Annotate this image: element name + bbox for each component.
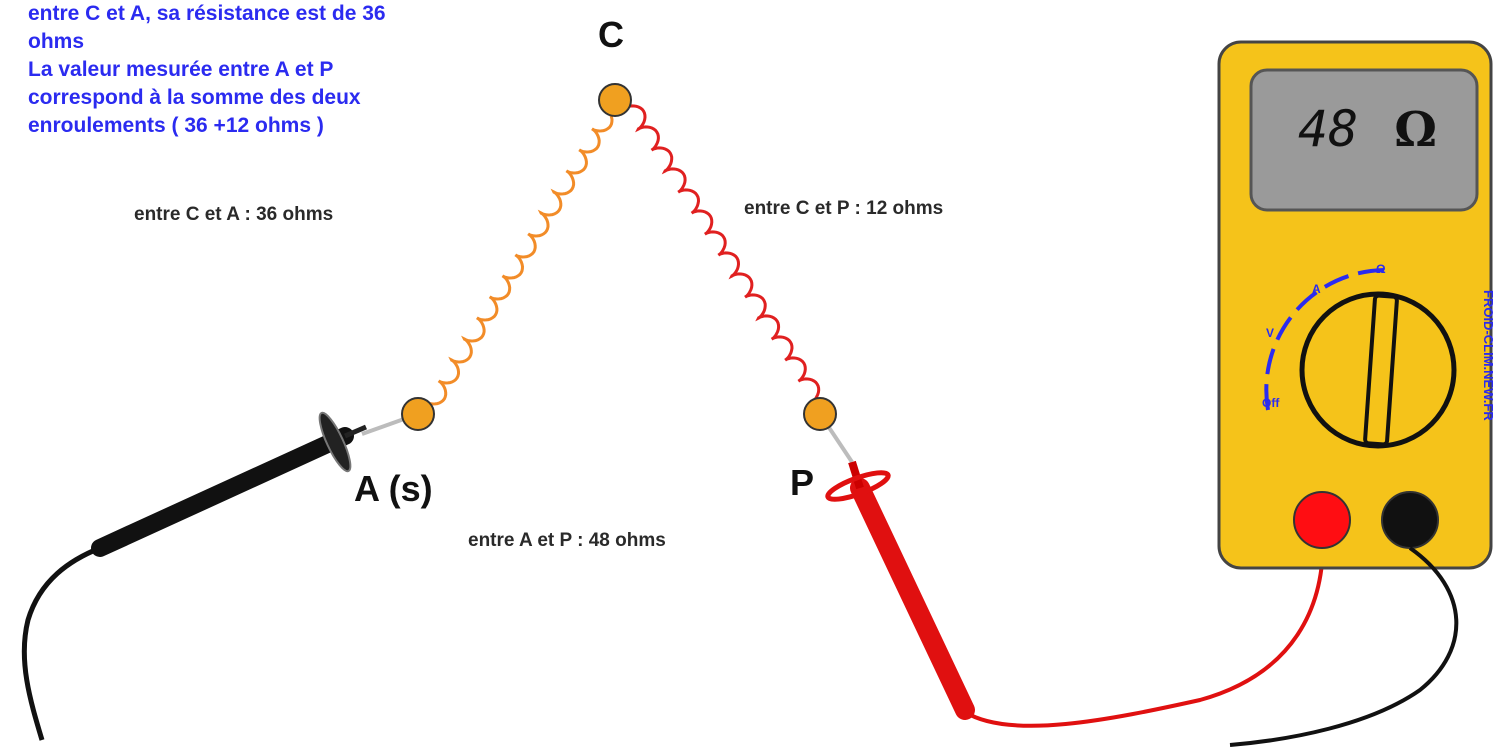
terminal-c xyxy=(598,83,632,117)
dial-mark-a: A xyxy=(1312,282,1321,296)
terminal-p xyxy=(803,397,837,431)
dial-mark-v: V xyxy=(1266,326,1275,340)
black-probe-tip xyxy=(344,424,367,439)
note-line: correspond à la somme des deux xyxy=(28,86,361,109)
label-a-p: entre A et P : 48 ohms xyxy=(468,530,666,551)
dial-mark-ohm: Ω xyxy=(1376,262,1386,276)
multimeter-display xyxy=(1249,68,1479,212)
note-line: ohms xyxy=(28,30,85,53)
red-probe-guard xyxy=(825,470,891,502)
reading-value: 48 xyxy=(1298,100,1359,158)
label-c-a: entre C et A : 36 ohms xyxy=(134,204,334,225)
black-meter-cable xyxy=(1229,546,1459,747)
red-probe-cable xyxy=(963,519,1325,728)
terminal-a xyxy=(401,397,435,431)
explanation-note: entre C et A, sa résistance est de 36 oh… xyxy=(28,0,548,140)
ohm-unit-icon: Ω xyxy=(1394,102,1437,158)
multimeter-reading: 48 Ω xyxy=(1298,100,1458,170)
coil-c-a xyxy=(424,106,614,406)
dial-mark-off: Off xyxy=(1262,396,1280,410)
node-label-p: P xyxy=(790,462,815,503)
label-c-p: entre C et P : 12 ohms xyxy=(744,198,944,219)
black-jack[interactable] xyxy=(1381,491,1439,549)
dial-pointer xyxy=(1363,293,1399,447)
black-probe-cable xyxy=(21,545,101,741)
node-label-c: C xyxy=(598,14,624,55)
red-probe-tip xyxy=(848,460,864,490)
coil-c-p xyxy=(623,104,821,404)
note-line: enroulements ( 36 +12 ohms ) xyxy=(28,114,324,137)
black-probe-guard xyxy=(318,411,352,473)
multimeter-brand: FROID-CLIM.NEW.FR xyxy=(1481,290,1496,421)
note-line: entre C et A, sa résistance est de 36 xyxy=(28,2,386,25)
node-label-a: A (s) xyxy=(354,468,433,509)
black-probe-handle xyxy=(91,427,354,557)
red-jack[interactable] xyxy=(1293,491,1351,549)
dial-scale-arc xyxy=(1264,267,1391,411)
red-probe-handle xyxy=(850,478,975,720)
note-line: La valeur mesurée entre A et P xyxy=(28,58,334,81)
